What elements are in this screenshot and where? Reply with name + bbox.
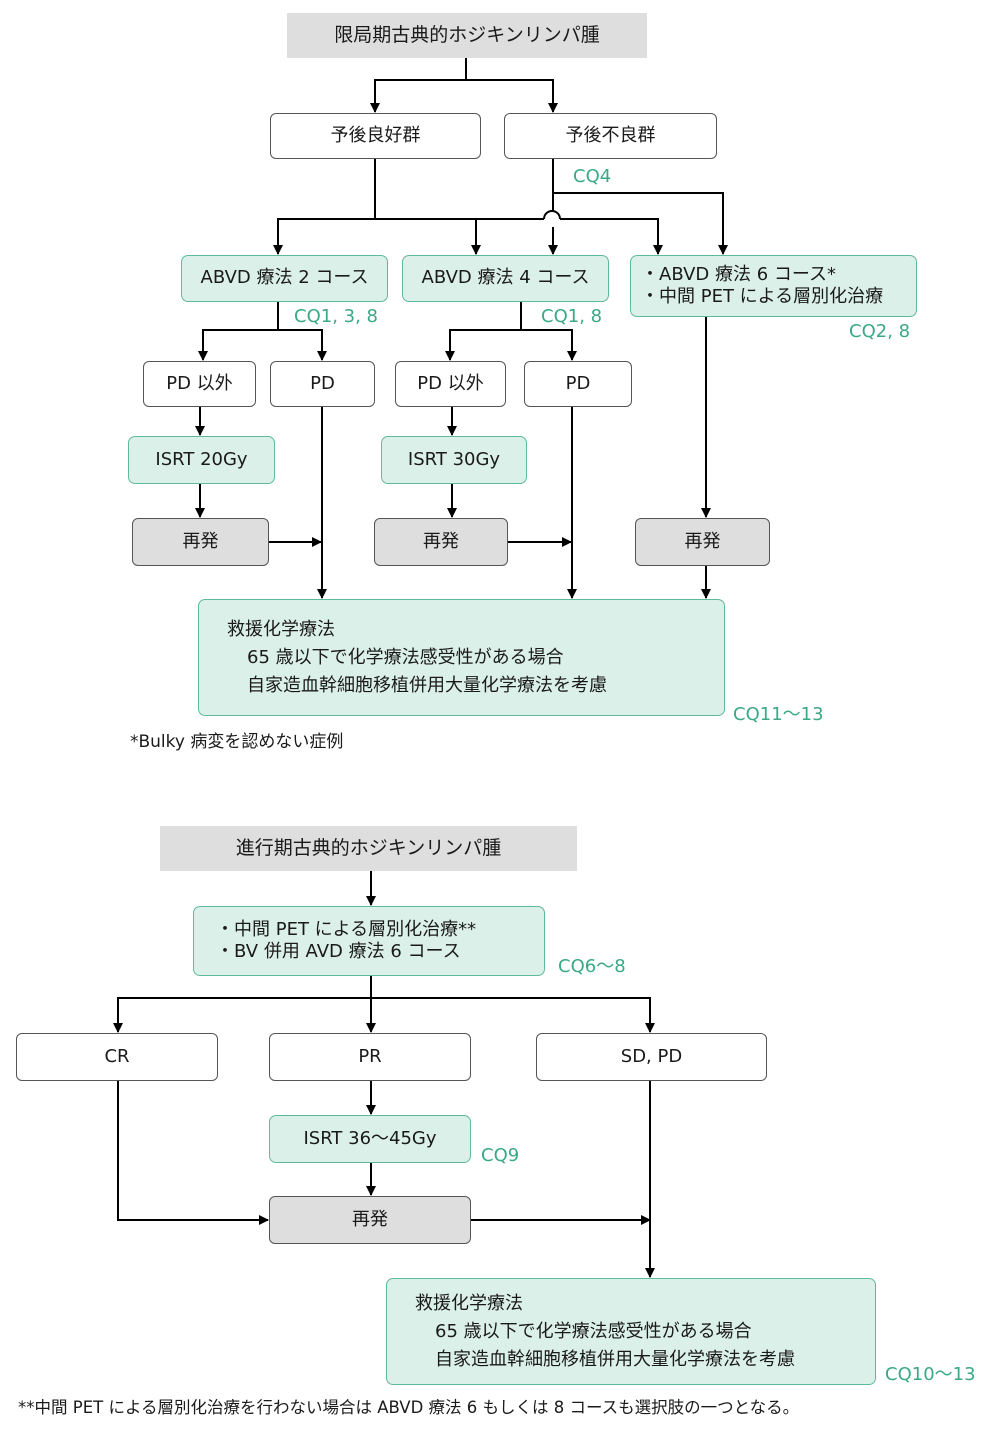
isrt-36-45gy-label: ISRT 36〜45Gy bbox=[303, 1127, 437, 1149]
connector bbox=[273, 158, 376, 255]
localized-title-box: 限局期古典的ホジキンリンパ腫 bbox=[287, 13, 647, 58]
relapse-label-1: 再発 bbox=[182, 530, 219, 552]
pd-box-1: PD bbox=[270, 361, 375, 407]
unfavorable-group-label: 予後不良群 bbox=[565, 124, 656, 146]
isrt-30gy-label: ISRT 30Gy bbox=[407, 448, 501, 470]
favorable-group-box: 予後良好群 bbox=[270, 113, 481, 159]
abvd-4-course-box: ABVD 療法 4 コース bbox=[402, 255, 609, 302]
isrt-20gy-box: ISRT 20Gy bbox=[128, 436, 275, 484]
connector bbox=[278, 329, 327, 361]
pr-box: PR bbox=[269, 1033, 471, 1081]
relapse-box-2: 再発 bbox=[374, 518, 508, 566]
advanced-title-box: 進行期古典的ホジキンリンパ腫 bbox=[160, 826, 577, 871]
isrt-36-45gy-box: ISRT 36〜45Gy bbox=[269, 1115, 471, 1163]
connector bbox=[552, 158, 728, 255]
initial-therapy-line-1: ・中間 PET による層別化治療** bbox=[216, 918, 477, 940]
connector bbox=[370, 58, 467, 113]
relapse-label-3: 再発 bbox=[684, 530, 721, 552]
cq-isrt: CQ9 bbox=[481, 1145, 520, 1166]
isrt-30gy-box: ISRT 30Gy bbox=[381, 436, 527, 484]
salvage-line-1: 救援化学療法 bbox=[227, 618, 335, 640]
abvd-6-course-box: ・ABVD 療法 6 コース* ・中間 PET による層別化治療 bbox=[630, 255, 917, 317]
footnote-advanced: **中間 PET による層別化治療を行わない場合は ABVD 療法 6 もしくは… bbox=[18, 1398, 800, 1417]
abvd-6-line-1: ・ABVD 療法 6 コース* bbox=[641, 263, 836, 285]
advanced-title: 進行期古典的ホジキンリンパ腫 bbox=[235, 836, 502, 859]
relapse-label-2: 再発 bbox=[423, 530, 459, 552]
cq-abvd-6: CQ2, 8 bbox=[849, 321, 911, 342]
cq-salvage-advanced: CQ10〜13 bbox=[885, 1364, 976, 1385]
initial-therapy-line-2: ・BV 併用 AVD 療法 6 コース bbox=[216, 941, 461, 962]
salvage-chemo-box-localized: 救援化学療法 65 歳以下で化学療法感受性がある場合 自家造血幹細胞移植併用大量… bbox=[198, 599, 725, 716]
salvage-line-2: 65 歳以下で化学療法感受性がある場合 bbox=[247, 646, 564, 668]
sd-pd-label: SD, PD bbox=[620, 1045, 683, 1067]
connector bbox=[371, 997, 655, 1033]
isrt-20gy-label: ISRT 20Gy bbox=[155, 448, 248, 470]
cq-salvage-localized: CQ11〜13 bbox=[733, 704, 824, 725]
non-pd-box-2: PD 以外 bbox=[395, 361, 506, 407]
connector bbox=[445, 302, 522, 361]
abvd-6-line-2: ・中間 PET による層別化治療 bbox=[641, 286, 884, 307]
pd-label-1: PD bbox=[310, 372, 335, 394]
abvd-2-course-label: ABVD 療法 2 コース bbox=[200, 267, 369, 289]
relapse-box-1: 再発 bbox=[132, 518, 269, 566]
sd-pd-box: SD, PD bbox=[536, 1033, 767, 1081]
salvage-chemo-box-advanced: 救援化学療法 65 歳以下で化学療法感受性がある場合 自家造血幹細胞移植併用大量… bbox=[386, 1278, 876, 1385]
connector bbox=[113, 975, 372, 1033]
salvage-adv-line-3: 自家造血幹細胞移植併用大量化学療法を考慮 bbox=[435, 1348, 795, 1370]
connector bbox=[198, 302, 279, 361]
footnote-localized: *Bulky 病変を認めない症例 bbox=[130, 732, 344, 752]
salvage-adv-line-1: 救援化学療法 bbox=[415, 1292, 523, 1314]
cq-abvd-2: CQ1, 3, 8 bbox=[294, 306, 378, 327]
pr-label: PR bbox=[358, 1045, 382, 1067]
pd-label-2: PD bbox=[565, 372, 591, 394]
relapse-box-3: 再発 bbox=[635, 518, 770, 566]
relapse-box-advanced: 再発 bbox=[269, 1196, 471, 1244]
initial-therapy-box: ・中間 PET による層別化治療** ・BV 併用 AVD 療法 6 コース bbox=[193, 906, 545, 976]
non-pd-label-2: PD 以外 bbox=[417, 372, 484, 394]
connector bbox=[521, 329, 577, 361]
connector bbox=[466, 79, 558, 113]
pd-box-2: PD bbox=[524, 361, 632, 407]
connector bbox=[560, 218, 663, 255]
cr-box: CR bbox=[16, 1033, 218, 1081]
cq-abvd-4: CQ1, 8 bbox=[541, 306, 603, 327]
non-pd-box-1: PD 以外 bbox=[143, 361, 256, 407]
salvage-line-3: 自家造血幹細胞移植併用大量化学療法を考慮 bbox=[247, 674, 607, 696]
cq-initial: CQ6〜8 bbox=[558, 956, 626, 977]
relapse-label-advanced: 再発 bbox=[352, 1208, 388, 1230]
non-pd-label-1: PD 以外 bbox=[166, 372, 233, 394]
favorable-group-label: 予後良好群 bbox=[330, 124, 421, 146]
unfavorable-group-box: 予後不良群 bbox=[504, 113, 717, 159]
connector bbox=[117, 1081, 269, 1225]
connector bbox=[543, 210, 561, 220]
abvd-4-course-label: ABVD 療法 4 コース bbox=[421, 267, 590, 289]
cq-unfavorable: CQ4 bbox=[573, 166, 612, 187]
localized-title: 限局期古典的ホジキンリンパ腫 bbox=[334, 23, 600, 46]
abvd-2-course-box: ABVD 療法 2 コース bbox=[181, 255, 388, 302]
salvage-adv-line-2: 65 歳以下で化学療法感受性がある場合 bbox=[435, 1320, 752, 1342]
cr-label: CR bbox=[104, 1045, 130, 1067]
